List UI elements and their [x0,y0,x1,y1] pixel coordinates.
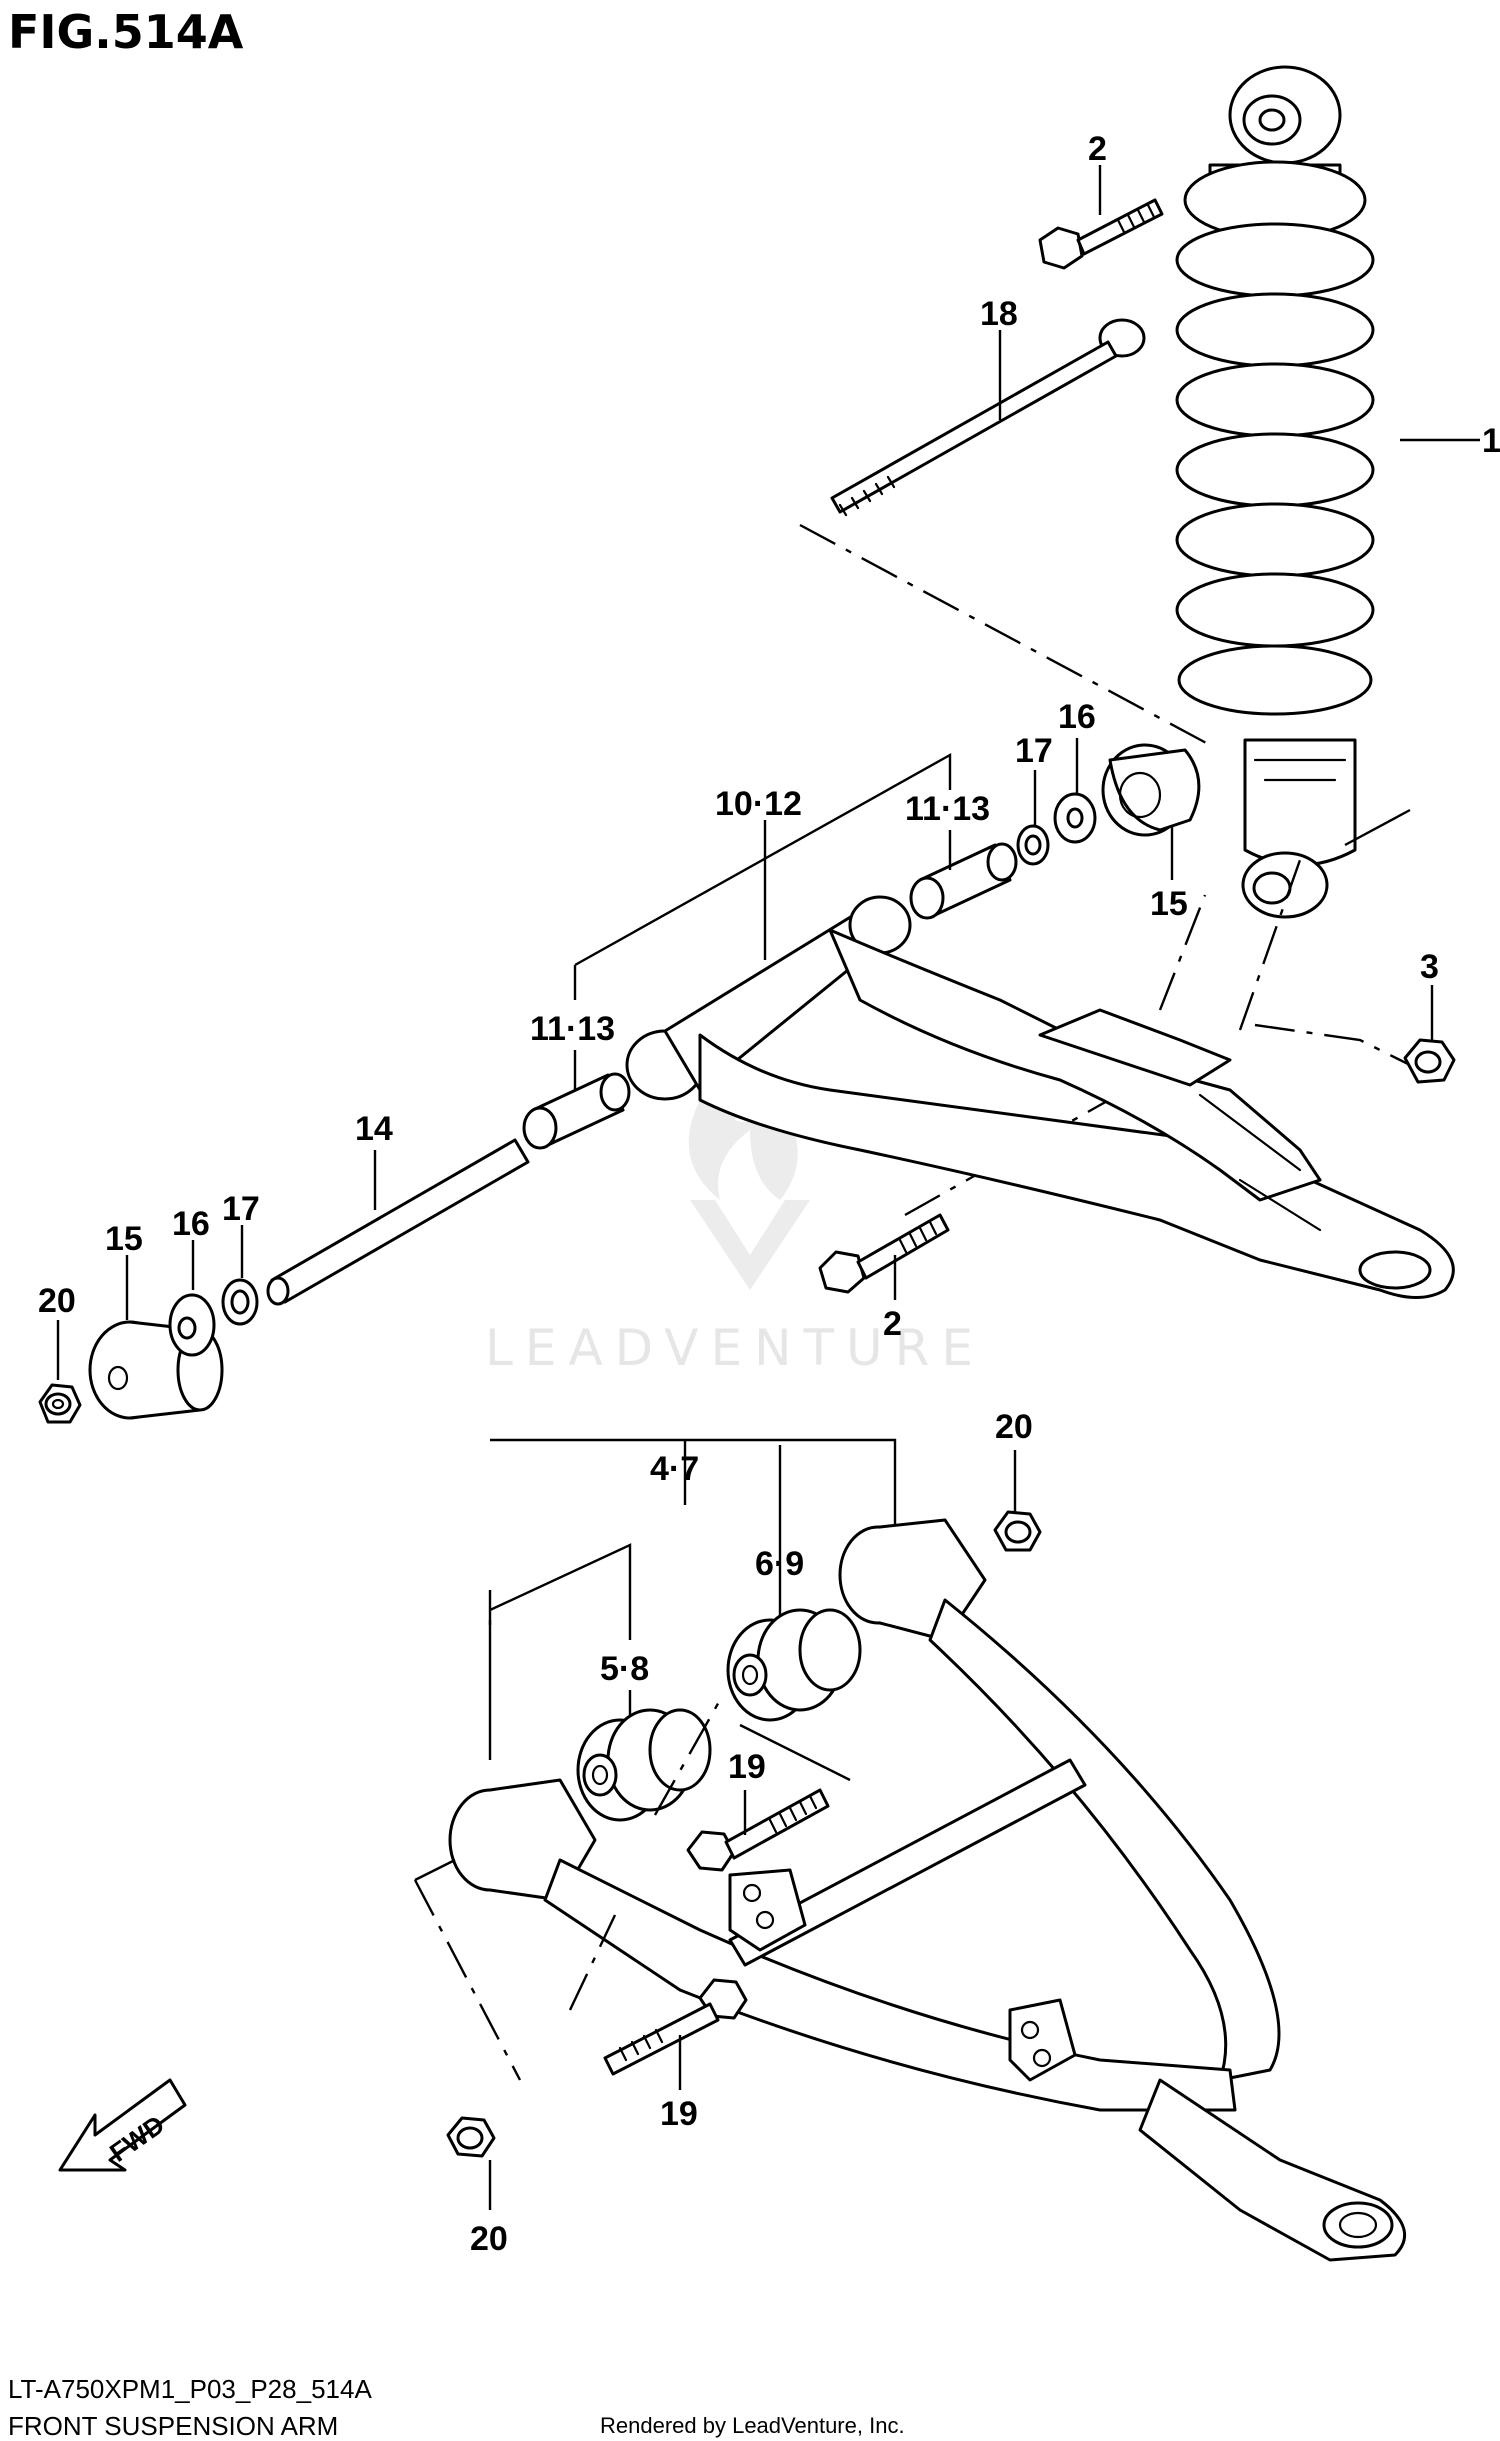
washer-16-left[interactable] [168,1293,216,1357]
callout-19-lower: 19 [660,2095,698,2133]
bolt-2-top[interactable] [1038,198,1164,270]
render-credit: Rendered by LeadVenture, Inc. [600,2413,905,2438]
callout-4-7: 4·7 [650,1450,699,1488]
shock-absorber[interactable] [1175,65,1375,919]
align-line-3 [1254,1023,1421,1072]
callout-16-left: 16 [172,1205,210,1243]
pivot-shaft-14[interactable] [266,1138,530,1306]
callout-5-8: 5·8 [600,1650,649,1688]
bracket-11-13 [573,752,952,1000]
bolt-19-lower[interactable] [603,1978,748,2076]
bolt-2-mid[interactable] [818,1213,950,1294]
bracket-lower-left [414,1858,456,1882]
bushing-6-9[interactable] [726,1608,862,1722]
washer-16-right[interactable] [1053,792,1097,844]
callout-20-right: 20 [995,1408,1033,1446]
bolt-18[interactable] [830,318,1146,517]
callout-10-12: 10·12 [715,785,802,823]
dust-cap-15-right[interactable] [1101,743,1201,837]
bushing-11-13-right[interactable] [909,842,1018,920]
callout-1: 1 [1482,422,1500,460]
callout-18: 18 [980,295,1018,333]
bushing-5-8[interactable] [576,1708,712,1822]
bolt-19-upper[interactable] [686,1788,830,1872]
callout-17-left: 17 [222,1190,260,1228]
model-code: LT-A750XPM1_P03_P28_514A [8,2374,372,2404]
figure-title: FIG.514A [8,5,244,59]
lower-suspension-arm[interactable] [448,1518,1406,2262]
bracket-5-8 [488,1543,632,1760]
callout-2-mid: 2 [883,1305,902,1343]
align-line-18 [799,523,1211,747]
callout-14: 14 [355,1110,393,1148]
callout-2-top: 2 [1088,130,1107,168]
leader-shock-lower [1344,808,1411,847]
callout-20-bottom: 20 [470,2220,508,2258]
align-line-lower-2 [568,1914,617,2011]
callout-11-13-right: 11·13 [905,790,990,828]
callout-15-left: 15 [105,1220,143,1258]
callout-16-right: 16 [1058,698,1096,736]
callout-11-13-left: 11·13 [530,1010,615,1048]
callout-15-right: 15 [1150,885,1188,923]
upper-suspension-arm[interactable] [625,895,1455,1299]
bracket-lower-19 [739,1723,851,1782]
align-line-shock [1158,894,1207,1011]
bushing-11-13-left[interactable] [522,1072,631,1150]
align-line-lower-1 [413,1879,522,2081]
callout-6-9: 6·9 [755,1545,804,1583]
callout-20-left: 20 [38,1282,76,1320]
dust-cap-15-left[interactable] [88,1320,224,1420]
align-line-shock-2 [1238,859,1302,1031]
callout-3: 3 [1420,948,1439,986]
section-name: FRONT SUSPENSION ARM [8,2411,338,2441]
watermark-text: LEADVENTURE [485,1319,985,1377]
nut-20-right[interactable] [993,1510,1042,1552]
nut-20-left[interactable] [38,1383,82,1424]
callout-19-upper: 19 [728,1748,766,1786]
fwd-arrow-icon: FWD [58,2078,187,2172]
seal-17-left[interactable] [221,1278,259,1326]
seal-17-right[interactable] [1016,824,1050,866]
nut-3[interactable] [1403,1038,1456,1084]
align-line-lower-3 [653,1699,722,1816]
callout-17-right: 17 [1015,732,1053,770]
nut-20-bottom[interactable] [446,2116,496,2158]
